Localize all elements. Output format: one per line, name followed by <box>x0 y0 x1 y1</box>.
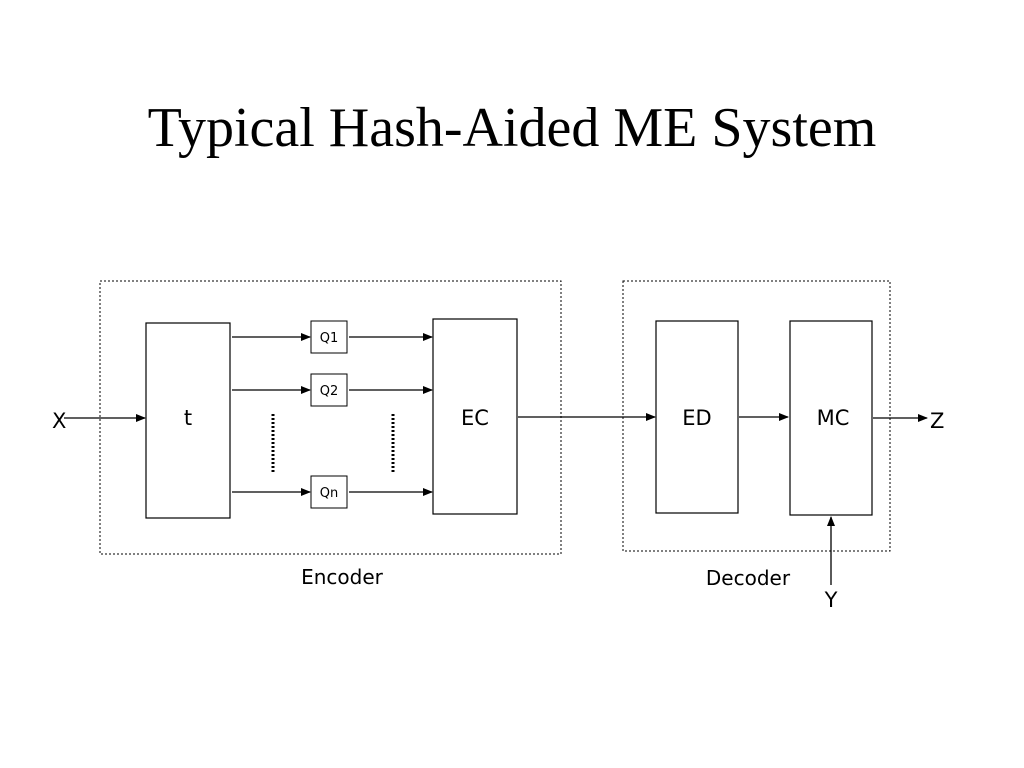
transform-label: t <box>184 406 192 430</box>
output-z-label: Z <box>930 409 944 433</box>
entropy-decoder-block <box>655 320 739 514</box>
quantizer-label-q2: Q2 <box>320 384 339 399</box>
entropy-coder-block <box>432 318 518 515</box>
quantizer-label-qn: Qn <box>320 486 338 501</box>
transform-block <box>145 322 231 519</box>
input-x-label: X <box>52 409 66 433</box>
slide-title: Typical Hash-Aided ME System <box>147 97 877 159</box>
quantizer-box-q2 <box>310 373 348 407</box>
quantizer-box-q1 <box>310 320 348 354</box>
quantizer-box-qn <box>310 475 348 509</box>
decoder-label: Decoder <box>706 566 791 590</box>
entropy-coder-label: EC <box>461 406 489 430</box>
quantizer-label-q1: Q1 <box>320 331 339 346</box>
motion-compensation-label: MC <box>817 406 850 430</box>
encoder-label: Encoder <box>301 565 384 589</box>
side-input-y-label: Y <box>824 588 838 612</box>
motion-compensation-block <box>789 320 873 516</box>
decoder-frame <box>622 280 891 552</box>
entropy-decoder-label: ED <box>682 406 711 430</box>
